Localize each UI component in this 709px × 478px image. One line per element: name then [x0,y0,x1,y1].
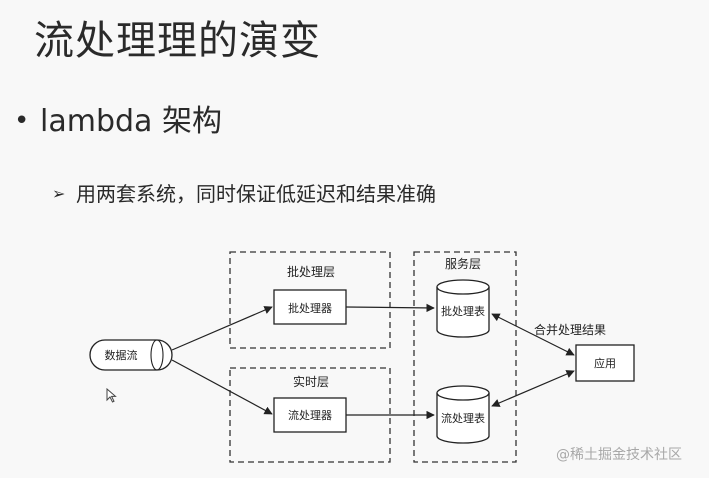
page-title: 流处理理的演变 [34,18,321,64]
bullet-text: lambda 架构 [40,104,222,139]
app-label: 应用 [594,356,616,370]
data-stream-label: 数据流 [105,348,138,362]
app-box [575,344,635,382]
arrow-batch-to-table [345,303,435,313]
batch-processor-box [273,289,347,325]
merge-results-label: 合并处理结果 [534,322,606,337]
arrow-batch-table-app [491,313,575,356]
arrow-stream-table-app [491,370,575,407]
batch-table-label: 批处理表 [441,304,485,318]
sub-bullet-item: ➢ 用两套系统，同时保证低延迟和结果准确 [52,178,436,207]
arrow-bullet-icon: ➢ [52,184,66,203]
serving-layer-label: 服务层 [445,256,481,271]
arrow-stream-to-realtime [171,359,273,415]
batch-layer-label: 批处理层 [287,264,335,279]
bullet-item: • lambda 架构 [14,96,222,140]
data-stream-pill-end [150,339,164,371]
batch-layer-group [229,251,391,349]
arrow-stream-to-batch [171,306,273,351]
serving-layer-group [413,251,517,463]
watermark: @稀土掘金技术社区 [556,447,682,463]
stream-table-label: 流处理表 [441,411,485,425]
mouse-cursor-icon [106,388,117,403]
batch-table-cylinder [436,279,490,338]
stream-table-cylinder [436,385,490,444]
batch-processor-label: 批处理器 [288,301,332,315]
sub-bullet-text: 用两套系统，同时保证低延迟和结果准确 [76,182,436,206]
realtime-layer-label: 实时层 [293,374,329,389]
bullet-dot-icon: • [14,106,30,136]
realtime-layer-group [229,367,391,463]
stream-processor-label: 流处理器 [288,408,332,422]
